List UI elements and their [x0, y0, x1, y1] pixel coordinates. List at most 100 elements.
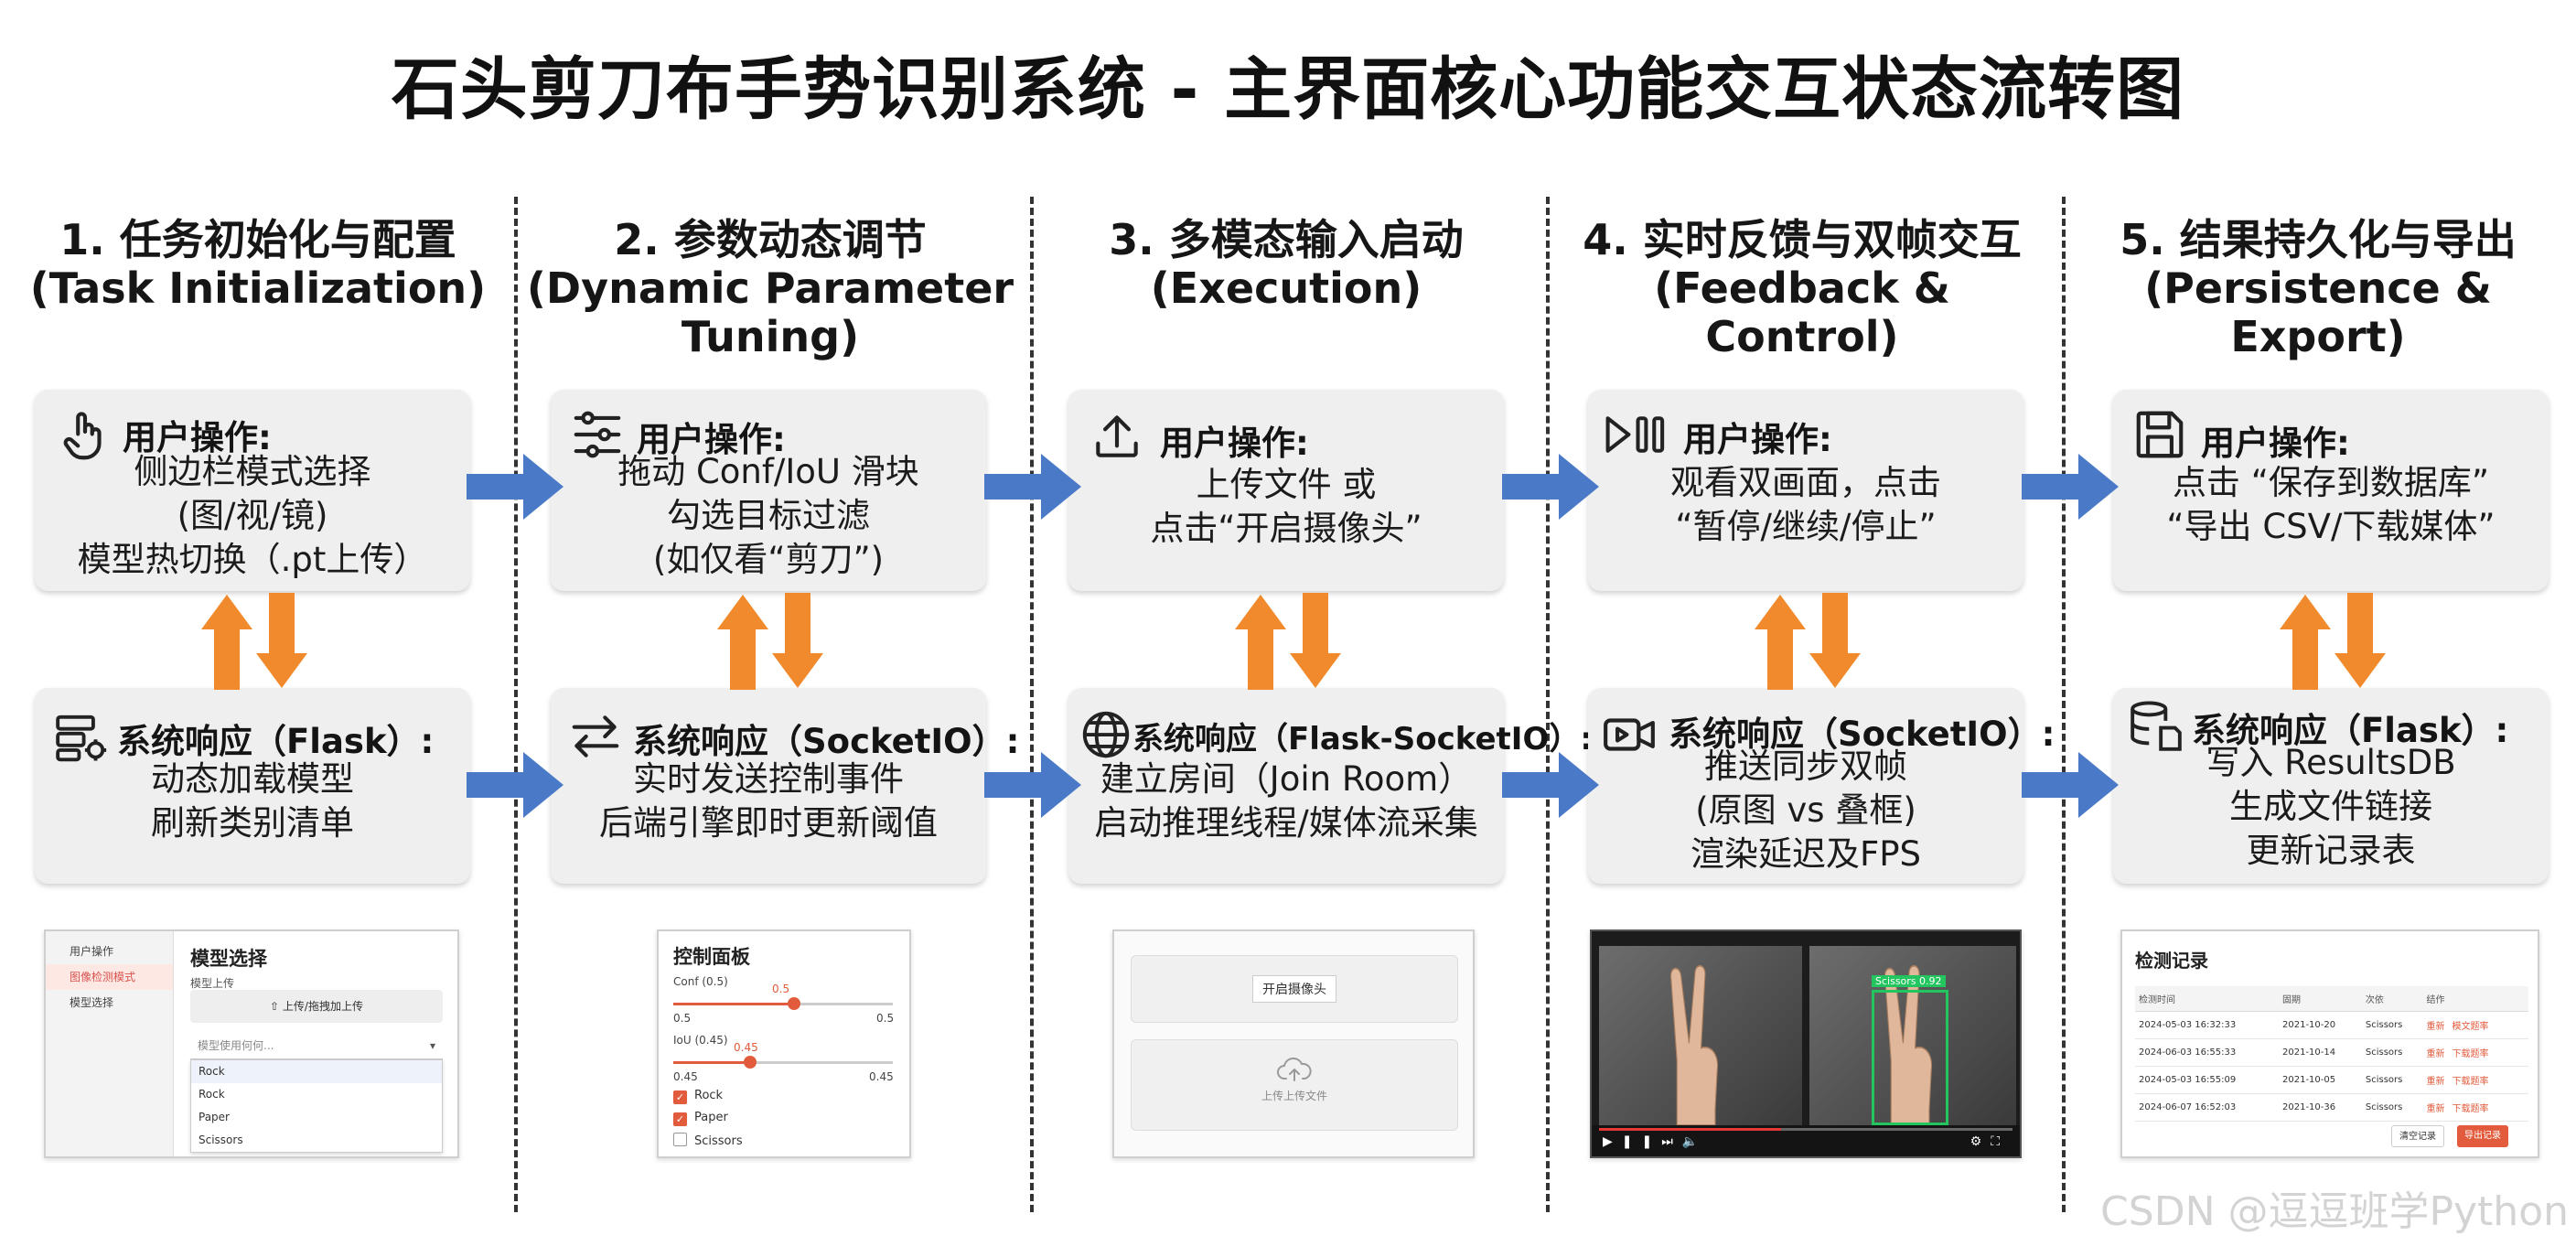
- row-action-link[interactable]: 模文题率: [2452, 1022, 2489, 1032]
- file-upload-zone[interactable]: 上传上传文件: [1131, 1039, 1458, 1131]
- row-action-link[interactable]: 下载题率: [2452, 1104, 2489, 1114]
- iou-label: IoU (0.45): [673, 1034, 728, 1047]
- row-action-link[interactable]: 下载题率: [2452, 1077, 2489, 1087]
- camera-start-panel: 开启摄像头: [1131, 955, 1458, 1023]
- video-progress-bar[interactable]: [1599, 1128, 2012, 1131]
- user-action-text: 侧边栏模式选择(图/视/镜)模型热切换（.pt上传）: [77, 452, 428, 579]
- detection-bounding-box: [1872, 990, 1948, 1125]
- mock-sidebar-item[interactable]: 模型选择: [70, 996, 114, 1009]
- volume-icon[interactable]: 🔈: [1681, 1134, 1708, 1149]
- system-response-heading: 系统响应（Flask-SocketIO）:: [1132, 721, 1593, 757]
- stage-5-user-box: 用户操作: 点击 “保存到数据库”“导出 CSV/下载媒体”: [2113, 390, 2549, 591]
- user-action-text: 点击 “保存到数据库”“导出 CSV/下载媒体”: [2166, 463, 2496, 546]
- mock-dropdown-option[interactable]: Rock: [199, 1088, 225, 1101]
- stage-5-title: 5. 结果持久化与导出(Persistence & Export): [2120, 215, 2517, 361]
- stage-4-system-box: 系统响应（SocketIO）: 推送同步双帧(原图 vs 叠框)渲染延迟及FPS: [1588, 688, 2055, 884]
- dual-frame-video-mockup: Scissors 0.92 ▶❚❚⏭🔈 ⚙⛶: [1590, 929, 2022, 1158]
- check-icon: ✓: [673, 1112, 687, 1126]
- system-response-text: 建立房间（Join Room）启动推理线程/媒体流采集: [1094, 759, 1478, 843]
- bidirectional-arrows-icon: [2280, 593, 2386, 690]
- start-camera-button[interactable]: 开启摄像头: [1252, 975, 1336, 1003]
- iou-max: 0.45: [869, 1070, 894, 1083]
- input-start-mockup: 开启摄像头 上传上传文件: [1112, 929, 1475, 1158]
- filter-checkbox-rock[interactable]: ✓Rock: [673, 1089, 723, 1104]
- bidirectional-arrows-icon: [717, 593, 823, 690]
- swap-arrows-icon: [572, 715, 619, 757]
- stage-3-title: 3. 多模态输入启动(Execution): [1109, 215, 1464, 313]
- database-file-icon: [2131, 701, 2182, 751]
- table-header: 结作: [2422, 986, 2528, 1012]
- mock-sidebar-item-active[interactable]: 图像检测模式: [46, 964, 173, 990]
- user-action-heading: 用户操作:: [2201, 424, 2350, 463]
- table-header: 次依: [2361, 986, 2423, 1012]
- settings-gear-icon[interactable]: ⚙: [1970, 1134, 1991, 1149]
- video-camera-icon: [1604, 718, 1655, 751]
- mock-title: 检测记录: [2135, 950, 2208, 972]
- user-action-text: 上传文件 或点击“开启摄像头”: [1150, 465, 1422, 548]
- filter-checkbox-paper[interactable]: ✓Paper: [673, 1111, 728, 1126]
- mock-subtitle: 模型上传: [190, 977, 235, 990]
- row-action-link[interactable]: 重新: [2426, 1104, 2445, 1114]
- row-action-link[interactable]: 重新: [2426, 1049, 2445, 1059]
- export-records-button[interactable]: 导出记录: [2457, 1125, 2508, 1147]
- iou-min: 0.45: [673, 1070, 698, 1083]
- view-controls: ⚙⛶: [1970, 1134, 2009, 1149]
- pause-icon[interactable]: ❚❚: [1621, 1134, 1662, 1149]
- conf-slider-handle[interactable]: [788, 997, 800, 1010]
- conf-slider[interactable]: [673, 997, 893, 1010]
- system-response-text: 实时发送控制事件后端引擎即时更新阈值: [599, 759, 938, 843]
- empty-checkbox-icon: [673, 1133, 687, 1146]
- iou-slider-handle[interactable]: [744, 1056, 757, 1069]
- stage-divider: [514, 197, 518, 1212]
- system-response-heading: 系统响应（Flask）:: [2192, 711, 2509, 750]
- stage-divider: [1546, 197, 1550, 1212]
- stage-1-title: 1. 任务初始化与配置(Task Initialization): [29, 215, 487, 313]
- flow-arrow-right-icon: [1502, 454, 1599, 520]
- filter-checkbox-scissors[interactable]: Scissors: [673, 1133, 743, 1148]
- peace-hand-image: [1670, 964, 1719, 1125]
- stage-divider: [2062, 197, 2066, 1212]
- stage-4-user-box: 用户操作: 观看双画面，点击“暂停/继续/停止”: [1588, 390, 2023, 591]
- row-action-link[interactable]: 下载题率: [2452, 1049, 2489, 1059]
- check-icon: ✓: [673, 1090, 687, 1104]
- watermark: CSDN @逗逗班学Python: [2100, 1188, 2569, 1235]
- globe-icon: [1082, 711, 1130, 758]
- conf-max: 0.5: [876, 1012, 895, 1025]
- row-action-link[interactable]: 重新: [2426, 1022, 2445, 1032]
- system-response-text: 动态加载模型刷新类别清单: [151, 759, 354, 843]
- stage-3-system-box: 系统响应（Flask-SocketIO）: 建立房间（Join Room）启动推…: [1068, 688, 1593, 884]
- flow-arrow-right-icon: [2022, 454, 2119, 520]
- system-response-heading: 系统响应（SocketIO）:: [1669, 714, 2055, 754]
- peace-hand-image: [1884, 964, 1933, 1125]
- control-panel-mockup: 控制面板 Conf (0.5) 0.5 0.5 0.5 IoU (0.45) 0…: [657, 929, 911, 1158]
- upload-icon: [1096, 415, 1138, 457]
- mock-sidebar: 用户操作 图像检测模式 模型选择: [46, 931, 174, 1156]
- mock-sidebar-item[interactable]: 用户操作: [70, 945, 114, 958]
- chevron-down-icon: ▾: [429, 1039, 435, 1052]
- flow-arrow-right-icon: [1502, 752, 1599, 818]
- cloud-upload-icon: [1277, 1057, 1312, 1081]
- stage-divider: [1030, 197, 1034, 1212]
- next-icon[interactable]: ⏭: [1661, 1134, 1682, 1149]
- conf-min: 0.5: [673, 1012, 692, 1025]
- row-action-link[interactable]: 重新: [2426, 1077, 2445, 1087]
- user-action-heading: 用户操作:: [123, 418, 272, 457]
- mock-model-select[interactable]: 模型使用何何...▾: [190, 1032, 443, 1059]
- fullscreen-icon[interactable]: ⛶: [1991, 1134, 2009, 1149]
- clear-records-button[interactable]: 清空记录: [2391, 1125, 2444, 1147]
- mock-dropdown-option[interactable]: Rock: [191, 1060, 442, 1083]
- system-response-heading: 系统响应（SocketIO）:: [633, 722, 1020, 761]
- flow-arrow-right-icon: [2022, 752, 2119, 818]
- play-icon[interactable]: ▶: [1603, 1134, 1622, 1149]
- mock-dropdown-option[interactable]: Paper: [199, 1111, 230, 1123]
- mock-dropdown-option[interactable]: Scissors: [199, 1133, 243, 1146]
- server-gear-icon: [56, 714, 107, 762]
- iou-slider[interactable]: [673, 1056, 893, 1069]
- user-action-heading: 用户操作:: [1683, 420, 1832, 459]
- mock-upload-button[interactable]: ⇧ 上传/拖拽加上传: [190, 990, 443, 1023]
